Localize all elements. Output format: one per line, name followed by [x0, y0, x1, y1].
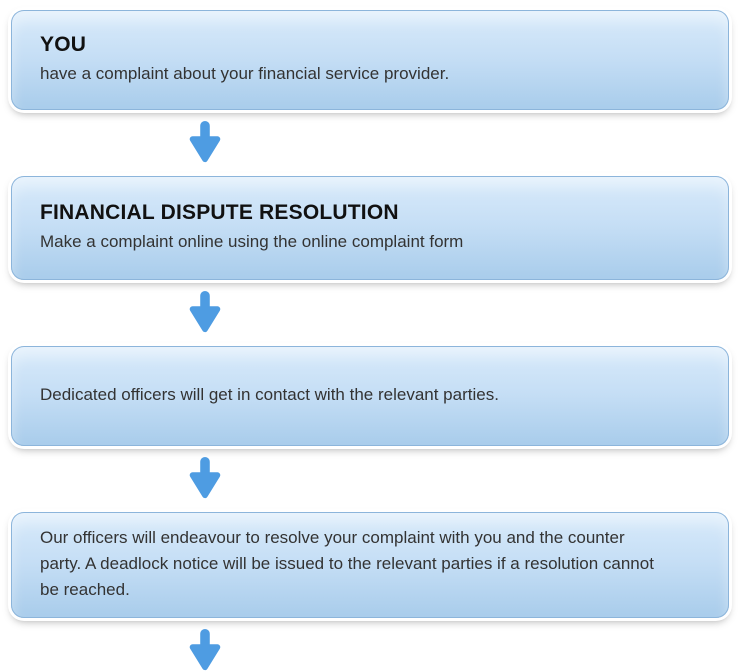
arrow-down-icon — [189, 457, 221, 499]
step-title: FINANCIAL DISPUTE RESOLUTION — [40, 200, 399, 224]
flow-step-fdr: FINANCIAL DISPUTE RESOLUTION Make a comp… — [11, 176, 729, 280]
step-text: Our officers will endeavour to resolve y… — [40, 528, 654, 599]
arrow-down-icon — [189, 629, 221, 671]
flow-step-resolve: Our officers will endeavour to resolve y… — [11, 512, 729, 618]
flow-step-you: YOU have a complaint about your financia… — [11, 10, 729, 110]
flow-connector — [0, 629, 740, 672]
arrow-down-icon — [189, 291, 221, 333]
step-text: Dedicated officers will get in contact w… — [40, 385, 499, 404]
step-text: have a complaint about your financial se… — [40, 63, 450, 83]
flow-connector — [0, 121, 740, 165]
flow-connector — [0, 291, 740, 335]
flow-step-contact: Dedicated officers will get in contact w… — [11, 346, 729, 446]
flow-connector — [0, 457, 740, 501]
step-title: YOU — [40, 32, 87, 56]
arrow-down-icon — [189, 121, 221, 163]
step-text: Make a complaint online using the online… — [40, 231, 464, 251]
